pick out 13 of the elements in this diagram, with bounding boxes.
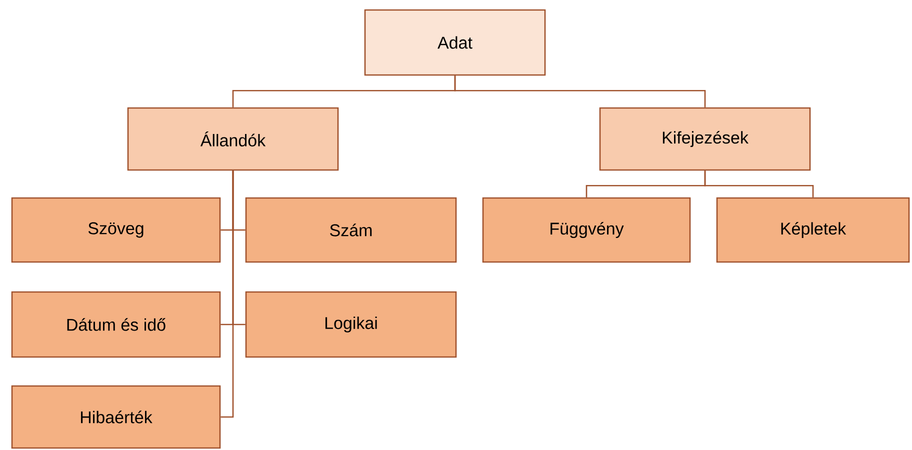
category-box: Függvény (482, 197, 691, 263)
category-box: Képletek (716, 197, 910, 263)
category-box: Szám (245, 197, 457, 263)
connector-line (704, 170, 814, 198)
category-box: Hibaérték (11, 385, 221, 449)
category-box: Kifejezések (599, 107, 811, 171)
category-box: Szöveg (11, 197, 221, 263)
category-box: Dátum és idő (11, 291, 221, 358)
category-box: Adat (364, 9, 546, 76)
connector-line (454, 76, 706, 108)
category-box: Logikai (245, 291, 457, 358)
connector-line (220, 170, 234, 418)
category-box: Állandók (127, 107, 339, 171)
